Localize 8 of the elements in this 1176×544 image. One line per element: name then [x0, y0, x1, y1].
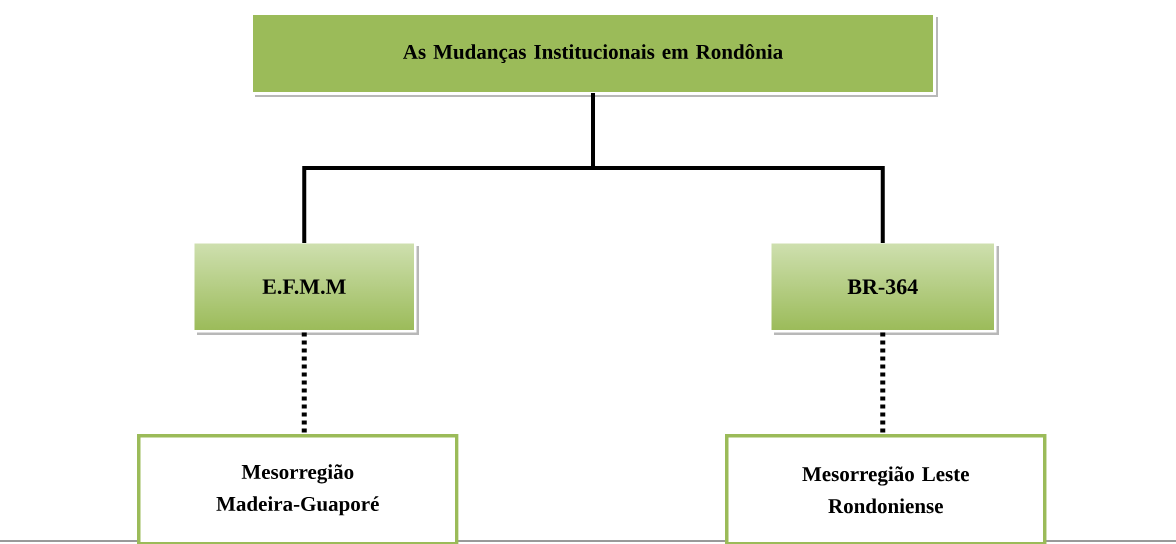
category-box: E.F.M.M [192, 241, 419, 335]
connector-line [591, 93, 885, 243]
region-box: Mesorregião Madeira-Guaporé [137, 434, 459, 544]
title-box: As Mudanças Institucionais em Rondônia [250, 12, 938, 97]
category-box: BR-364 [769, 241, 999, 335]
region-box: Mesorregião Leste Rondoniense [725, 434, 1047, 544]
dotted-line [880, 332, 886, 434]
dotted-line [301, 332, 307, 434]
